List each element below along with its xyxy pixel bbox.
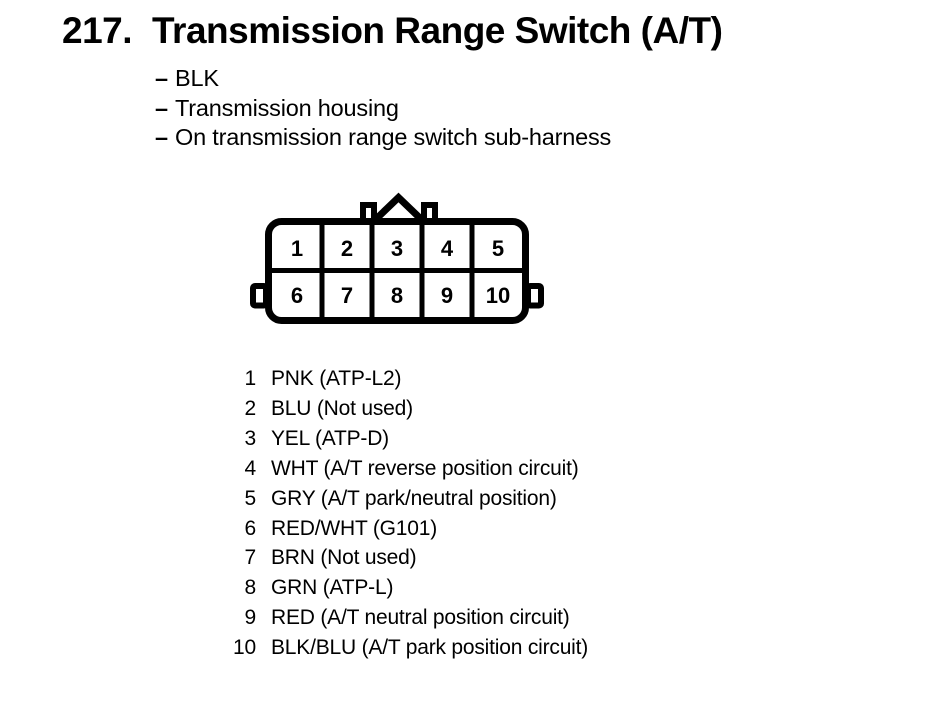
pin-row: 10 BLK/BLU (A/T park position circuit) [180, 633, 588, 663]
note-text: Transmission housing [175, 94, 399, 121]
note-row: –Transmission housing [155, 94, 611, 124]
pin-row: 9 RED (A/T neutral position circuit) [180, 603, 588, 633]
pin-number: 9 [244, 606, 257, 630]
pin-number: 4 [244, 456, 257, 480]
cavity-number-10: 10 [486, 283, 510, 308]
pin-row: 3 YEL (ATP-D) [180, 424, 588, 454]
page-title-text: Transmission Range Switch (A/T) [152, 10, 723, 51]
cavity-number-9: 9 [441, 283, 453, 308]
connector-side-tab-right [525, 283, 544, 309]
note-dash: – [155, 124, 168, 150]
cavity-number-6: 6 [291, 283, 303, 308]
pin-number: 8 [244, 576, 257, 600]
pin-number: 5 [244, 486, 257, 510]
cavity-number-4: 4 [441, 236, 454, 261]
note-text: BLK [175, 65, 219, 91]
page-title-number: 217. [62, 10, 133, 51]
pin-row: 6 RED/WHT (G101) [180, 514, 588, 544]
pin-number: 10 [233, 636, 256, 660]
page-title: 217. Transmission Range Switch (A/T) [62, 10, 723, 52]
pin-number: 6 [244, 516, 257, 540]
note-row: –On transmission range switch sub-harnes… [155, 123, 611, 153]
cavity-number-1: 1 [291, 236, 303, 261]
pin-description: BRN (Not used) [271, 546, 417, 570]
pin-description: RED (A/T neutral position circuit) [271, 606, 570, 630]
note-text: On transmission range switch sub-harness [175, 124, 612, 150]
pin-row: 8 GRN (ATP-L) [180, 573, 588, 603]
pin-row: 7 BRN (Not used) [180, 543, 588, 573]
pin-number: 3 [244, 426, 257, 450]
cavity-number-2: 2 [341, 236, 353, 261]
cavity-number-5: 5 [492, 236, 504, 261]
pin-number: 1 [244, 367, 257, 390]
pin-number: 2 [244, 396, 257, 420]
pin-description: WHT (A/T reverse position circuit) [271, 456, 579, 480]
pin-row: 5 GRY (A/T park/neutral position) [180, 484, 588, 514]
pin-row: 4 WHT (A/T reverse position circuit) [180, 454, 588, 484]
note-dash: – [155, 65, 168, 91]
pin-row: 2 BLU (Not used) [180, 394, 588, 424]
pin-number: 7 [244, 546, 257, 570]
connector-diagram: 1 2 3 4 5 6 7 8 9 10 [240, 190, 560, 335]
pin-description: GRY (A/T park/neutral position) [271, 486, 557, 510]
pin-description: BLU (Not used) [271, 396, 413, 420]
notes-list: –BLK –Transmission housing –On transmiss… [155, 64, 611, 153]
pin-description: GRN (ATP-L) [271, 576, 394, 600]
connector-side-tab-left [250, 283, 269, 309]
cavity-number-8: 8 [391, 283, 403, 308]
pin-description: RED/WHT (G101) [271, 516, 437, 540]
note-dash: – [155, 94, 168, 121]
pin-description: BLK/BLU (A/T park position circuit) [271, 636, 589, 660]
pin-description: PNK (ATP-L2) [271, 367, 402, 390]
cavity-number-7: 7 [341, 283, 353, 308]
note-row: –BLK [155, 64, 611, 94]
pin-row: 1 PNK (ATP-L2) [180, 364, 588, 394]
connector-key-peak [369, 192, 428, 226]
pin-list: 1 PNK (ATP-L2) 2 BLU (Not used) 3 YEL (A… [180, 364, 588, 663]
cavity-number-3: 3 [391, 236, 403, 261]
pin-description: YEL (ATP-D) [271, 426, 389, 450]
